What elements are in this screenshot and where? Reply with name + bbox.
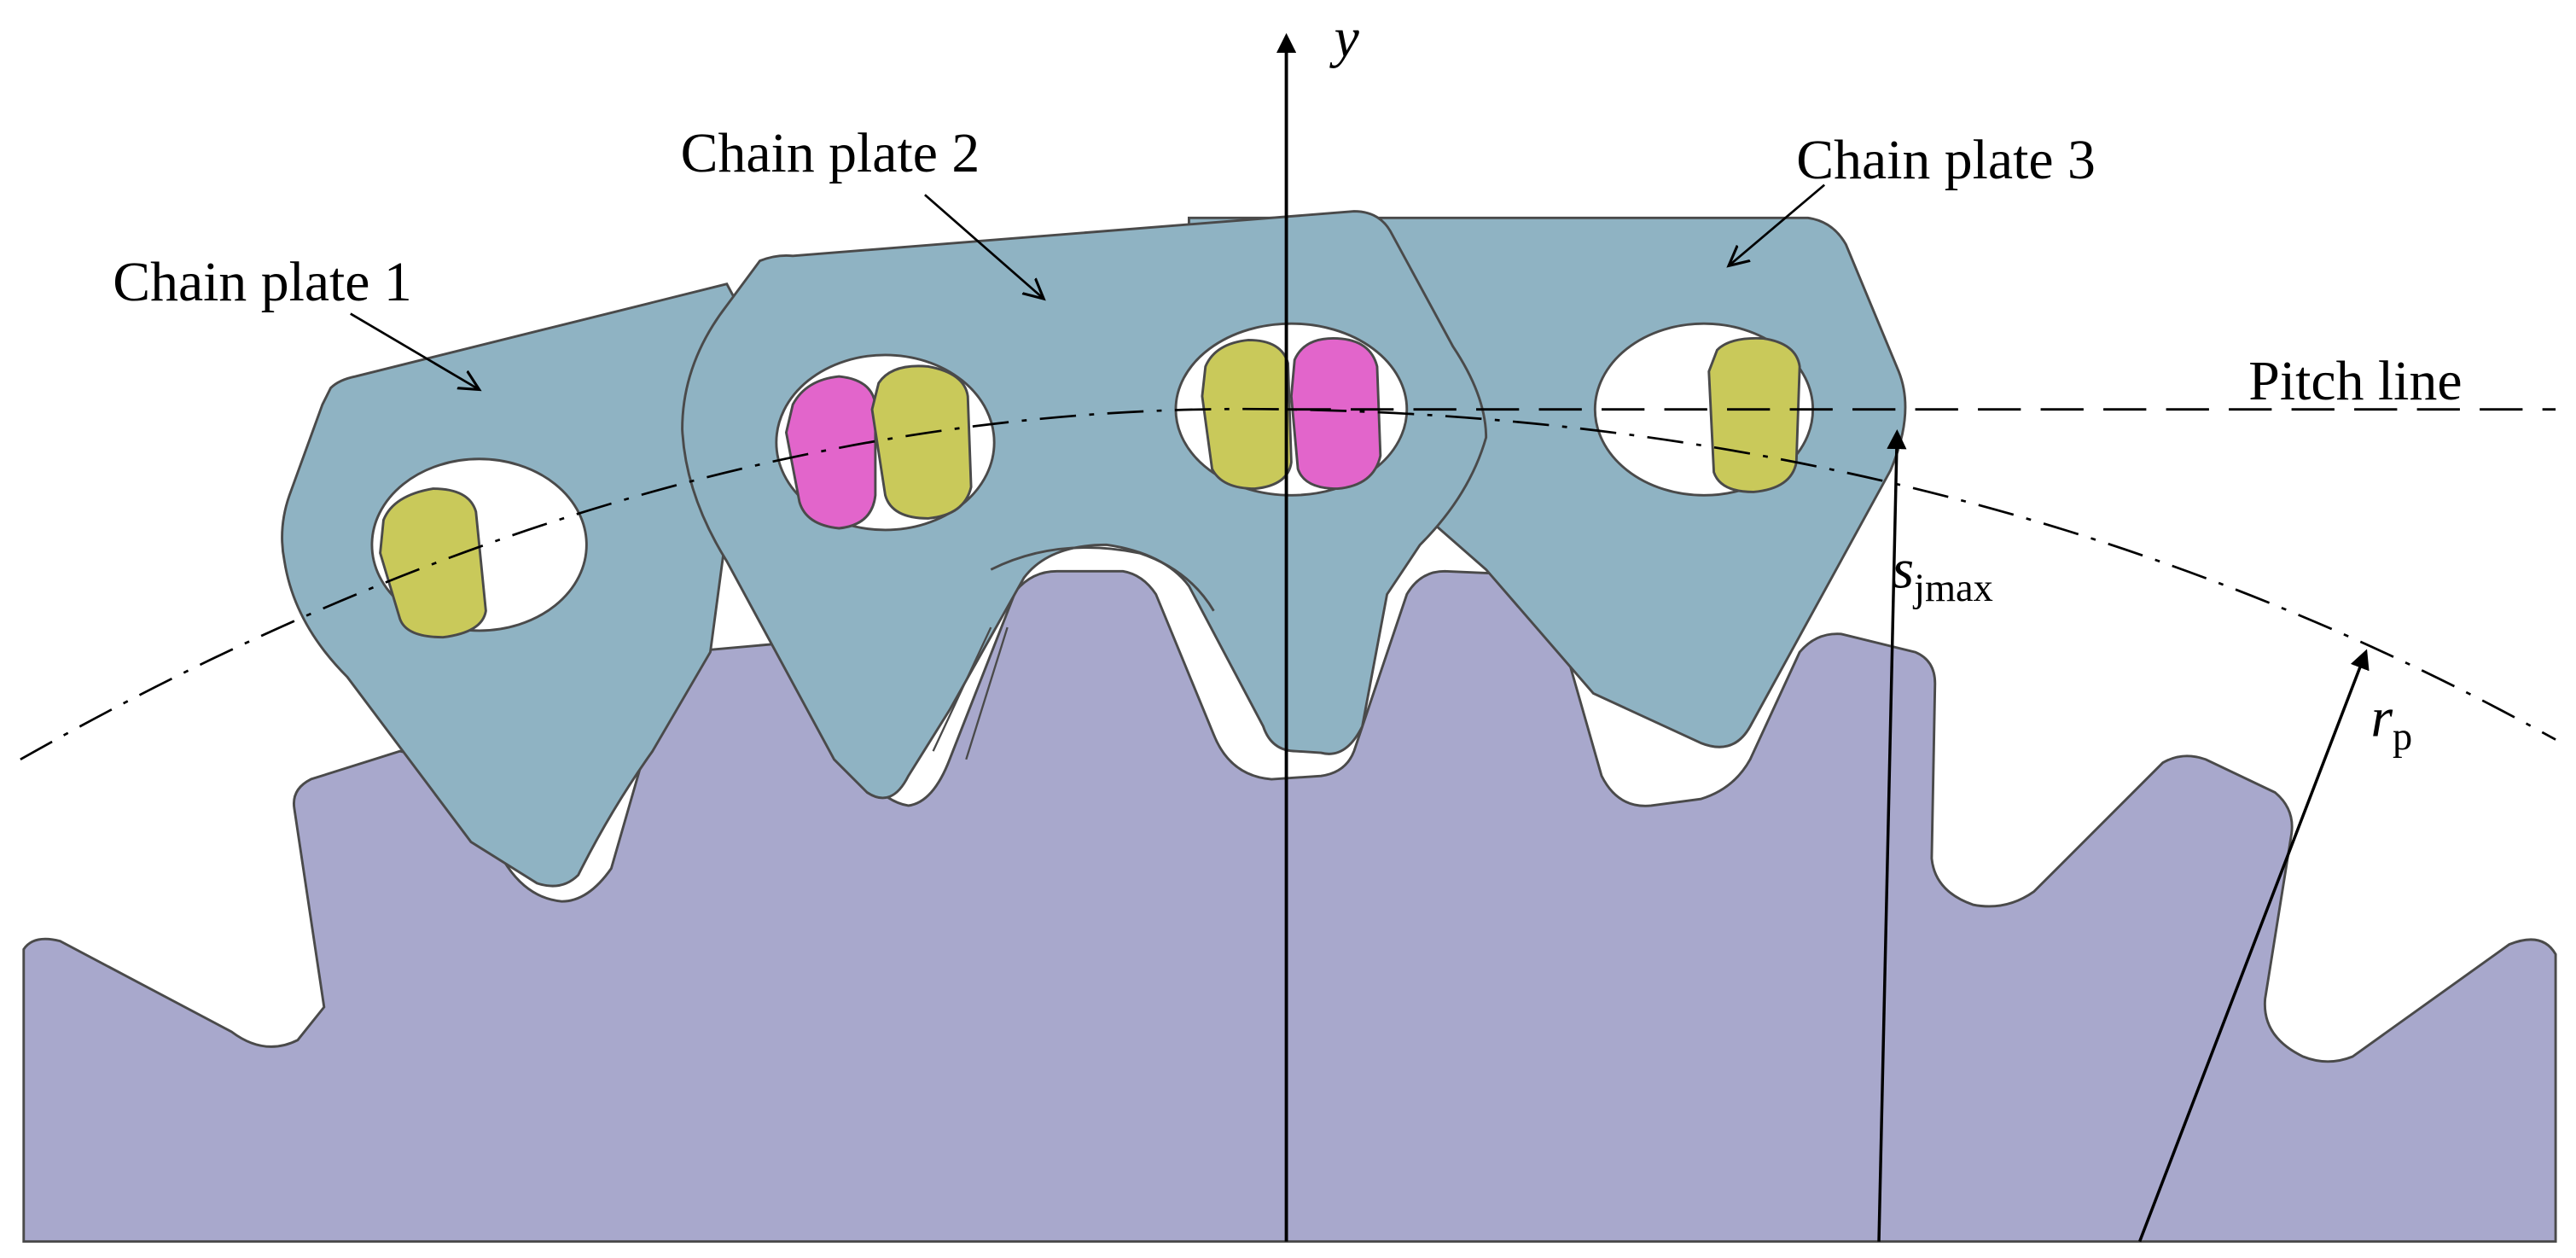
plate-2-leader	[924, 194, 1044, 299]
r-p-subscript: p	[2393, 715, 2412, 759]
pitch-circle	[20, 407, 2556, 760]
r-p-label: rp	[2370, 687, 2412, 759]
y-axis-label: y	[1329, 7, 1360, 69]
s-jmax-arrow	[1877, 428, 1907, 1242]
plate-2-right-pin-magenta	[1289, 337, 1382, 491]
plate-2-inner-notch	[932, 626, 1009, 760]
chain-plate-2-label: Chain plate 2	[681, 122, 980, 184]
s-jmax-label: sjmax	[1892, 539, 1992, 610]
pitch-line-label: Pitch line	[2248, 350, 2462, 412]
chain-plate-1-label: Chain plate 1	[113, 251, 412, 313]
plate-2-left-pin-magenta	[784, 375, 877, 530]
plate-3-pin-yellow	[1707, 336, 1801, 493]
plate-3-leader	[1729, 183, 1826, 266]
chain-plate-3-label: Chain plate 3	[1796, 129, 2096, 191]
plate-2-inner-curve	[990, 546, 1215, 612]
plate-1-leader	[350, 312, 480, 390]
r-p-arrow	[2138, 649, 2370, 1243]
r-p-main: r	[2370, 687, 2393, 749]
s-jmax-main: s	[1892, 539, 1914, 601]
s-jmax-subscript: jmax	[1912, 567, 1993, 610]
plate-2-left-pin-yellow	[870, 364, 973, 520]
plate-2-right-pin-yellow	[1201, 339, 1293, 491]
